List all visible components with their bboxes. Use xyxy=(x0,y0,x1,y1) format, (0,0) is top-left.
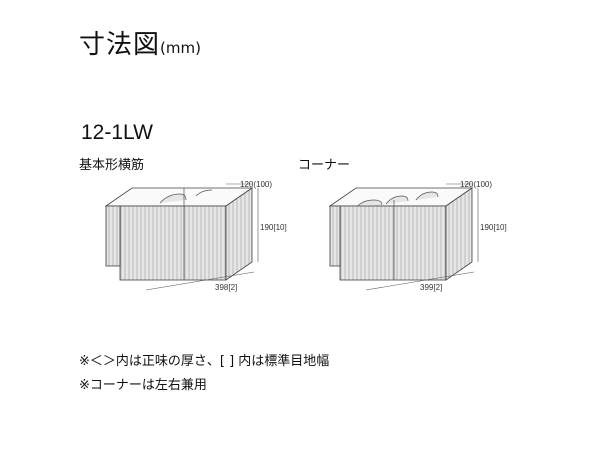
page-title: 寸法図(mm) xyxy=(79,24,201,61)
product-code: 12-1LW xyxy=(81,121,153,144)
note-dimension-legend: ※＜＞内は正味の厚さ、[ ] 内は標準目地幅 xyxy=(79,354,330,369)
basic-width-dim: 398[2] xyxy=(215,283,237,292)
basic-block-web xyxy=(159,193,187,204)
corner-block-end-face xyxy=(329,205,341,267)
corner-depth-dim: 120(100) xyxy=(460,180,492,189)
corner-width-dim: 399[2] xyxy=(420,283,442,292)
basic-block-web xyxy=(195,189,213,197)
corner-block-drawing: 120(100) 190[10] 399[2] xyxy=(328,180,507,292)
corner-block-label: コーナー xyxy=(298,158,351,173)
corner-block-web xyxy=(385,195,409,205)
basic-height-dim: 190[10] xyxy=(260,223,287,232)
basic-block-front-face xyxy=(119,205,227,281)
corner-width-dim-line xyxy=(365,271,475,291)
basic-depth-dim: 120(100) xyxy=(240,180,272,189)
title-unit: (mm) xyxy=(160,39,201,57)
corner-height-dim: 190[10] xyxy=(480,223,507,232)
basic-block-label: 基本形横筋 xyxy=(79,158,145,173)
title-text: 寸法図 xyxy=(79,30,161,60)
basic-width-dim-line xyxy=(145,271,255,291)
note-corner-usage: ※コーナーは左右兼用 xyxy=(79,378,207,393)
basic-block-back-shell xyxy=(105,205,121,267)
basic-block-side-face xyxy=(225,187,253,281)
basic-block-drawing: 120(100) 190[10] 398[2] xyxy=(104,180,287,292)
corner-block-side-face xyxy=(445,187,473,281)
corner-block-front-face xyxy=(339,205,447,281)
corner-block-web xyxy=(415,191,439,201)
